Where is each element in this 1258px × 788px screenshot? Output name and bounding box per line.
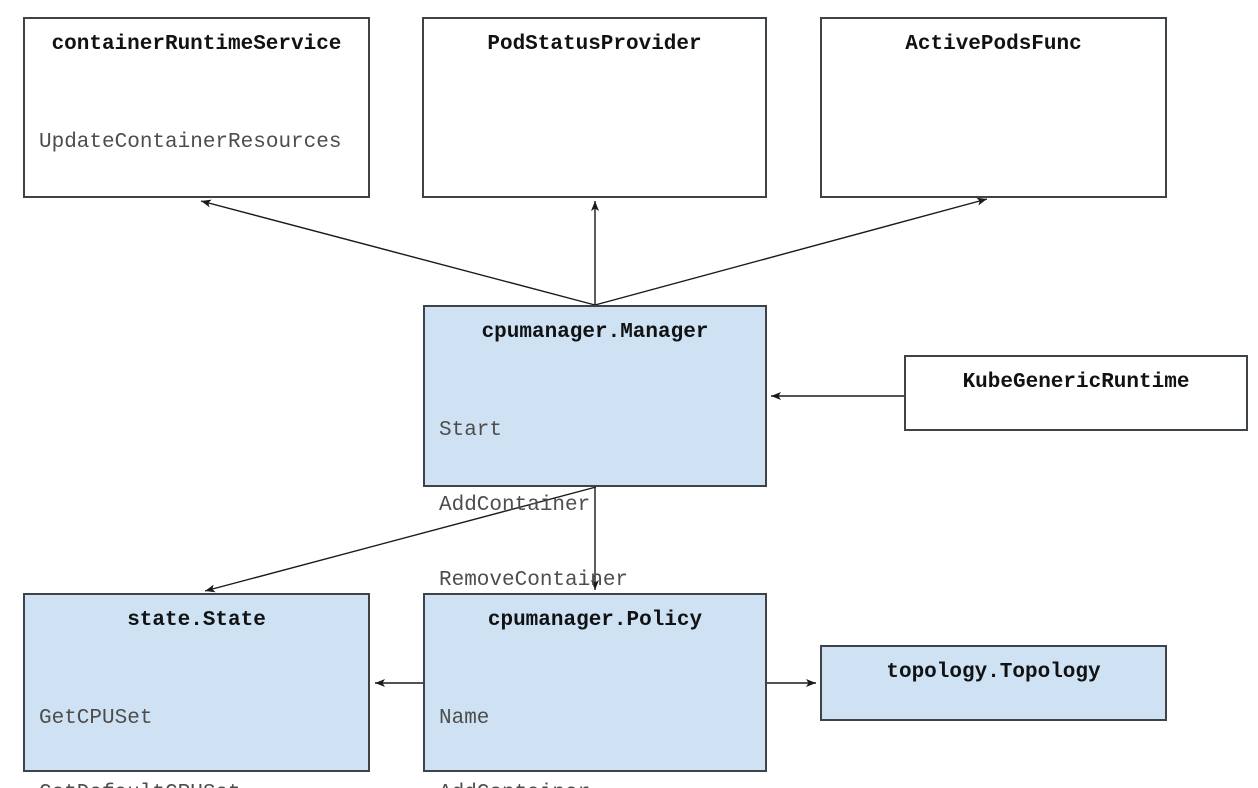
node-state-state: state.State GetCPUSet GetDefaultCPUSet S… [23, 593, 370, 788]
method-item: UpdateContainerResources [39, 131, 342, 154]
node-active-pods-func: ActivePodsFunc [820, 17, 1167, 198]
node-pod-status-provider: PodStatusProvider [422, 17, 767, 198]
method-item: AddContainer [439, 494, 591, 517]
node-title: ActivePodsFunc [905, 33, 1082, 56]
node-cpumanager-policy: cpumanager.Policy Name AddContainer Remo… [423, 593, 767, 788]
node-title: topology.Topology [886, 661, 1101, 684]
method-item: Name [439, 707, 490, 730]
node-kube-generic-runtime: KubeGenericRuntime [904, 355, 1248, 431]
node-method-list: UpdateContainerResources [25, 80, 368, 205]
arrow-manager-to-container-runtime-service [200, 199, 596, 306]
method-item: GetCPUSet [39, 707, 153, 730]
arrow-manager-to-active-pods-func [594, 197, 988, 306]
node-title: KubeGenericRuntime [962, 371, 1190, 394]
node-method-list: Name AddContainer RemoveContainer [425, 656, 765, 788]
method-item: AddContainer [439, 781, 765, 788]
node-title: cpumanager.Policy [487, 609, 703, 632]
node-container-runtime-service: containerRuntimeService UpdateContainerR… [23, 17, 370, 198]
node-method-list: GetCPUSet GetDefaultCPUSet SetCPUSet Set… [25, 656, 368, 788]
method-item: GetDefaultCPUSet [39, 781, 368, 788]
node-title: state.State [127, 609, 266, 632]
node-cpumanager-manager: cpumanager.Manager Start AddContainer Re… [423, 305, 767, 667]
node-title: PodStatusProvider [487, 33, 702, 56]
arrow-manager-to-state-state [204, 486, 597, 593]
node-title: cpumanager.Manager [481, 321, 709, 344]
method-item: Start [439, 419, 503, 442]
node-title: containerRuntimeService [51, 33, 342, 56]
method-item: RemoveContainer [439, 569, 629, 592]
node-topology-topology: topology.Topology [820, 645, 1167, 721]
